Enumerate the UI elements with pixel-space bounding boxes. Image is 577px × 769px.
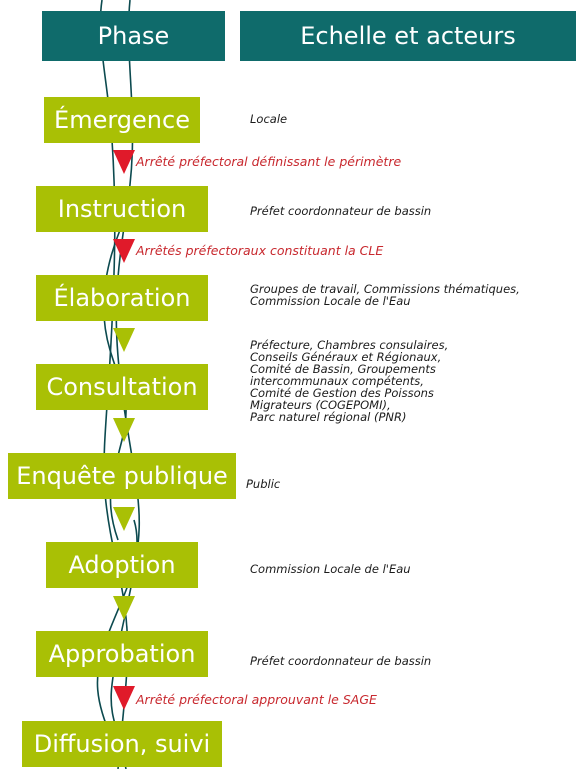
red-triangle-down-icon [113, 239, 135, 263]
decree-label-perimetre: Arrêté préfectoral définissant le périmè… [136, 154, 402, 169]
actor-line: Public [246, 477, 281, 491]
actor-line: Commission Locale de l'Eau [250, 562, 411, 576]
actor-adoption: Commission Locale de l'Eau [250, 563, 411, 575]
phase-diffusion-suivi: Diffusion, suivi [22, 721, 222, 767]
actor-line: Comité de Gestion des Poissons [250, 386, 434, 400]
decree-label-cle: Arrêtés préfectoraux constituant la CLE [136, 243, 384, 258]
phase-approbation: Approbation [36, 631, 208, 677]
decree-label-sage: Arrêté préfectoral approuvant le SAGE [136, 692, 377, 707]
actor-line: Conseils Généraux et Régionaux, [250, 350, 442, 364]
red-triangle-down-icon [113, 686, 135, 710]
actor-line: Locale [250, 112, 288, 126]
green-triangle-down-icon [113, 596, 135, 620]
actor-line: Préfet coordonnateur de bassin [250, 654, 432, 668]
red-triangle-down-icon [113, 150, 135, 174]
green-triangle-down-icon [113, 328, 135, 352]
actor-line: Préfet coordonnateur de bassin [250, 204, 432, 218]
actor-emergence: Locale [250, 113, 287, 125]
actor-line: Comité de Bassin, Groupements [250, 362, 436, 376]
actor-line: Commission Locale de l'Eau [250, 294, 411, 308]
actor-elaboration: Groupes de travail, Commissions thématiq… [250, 283, 520, 307]
phase-emergence: Émergence [44, 97, 200, 143]
phase-enquete-publique: Enquête publique [8, 453, 236, 499]
header-actors: Echelle et acteurs [240, 11, 576, 61]
actor-instruction: Préfet coordonnateur de bassin [250, 205, 431, 217]
actor-line: Migrateurs (COGEPOMI), [250, 398, 391, 412]
actor-line: intercommunaux compétents, [250, 374, 424, 388]
phase-elaboration: Élaboration [36, 275, 208, 321]
phase-adoption: Adoption [46, 542, 198, 588]
green-triangle-down-icon [113, 507, 135, 531]
actor-line: Parc naturel régional (PNR) [250, 410, 407, 424]
green-triangle-down-icon [113, 418, 135, 442]
phase-consultation: Consultation [36, 364, 208, 410]
actor-line: Préfecture, Chambres consulaires, [250, 338, 449, 352]
actor-enquete-publique: Public [246, 478, 280, 490]
actor-approbation: Préfet coordonnateur de bassin [250, 655, 431, 667]
actor-consultation: Préfecture, Chambres consulaires, Consei… [250, 339, 448, 423]
header-phase: Phase [42, 11, 225, 61]
phase-instruction: Instruction [36, 186, 208, 232]
actor-line: Groupes de travail, Commissions thématiq… [250, 282, 520, 296]
